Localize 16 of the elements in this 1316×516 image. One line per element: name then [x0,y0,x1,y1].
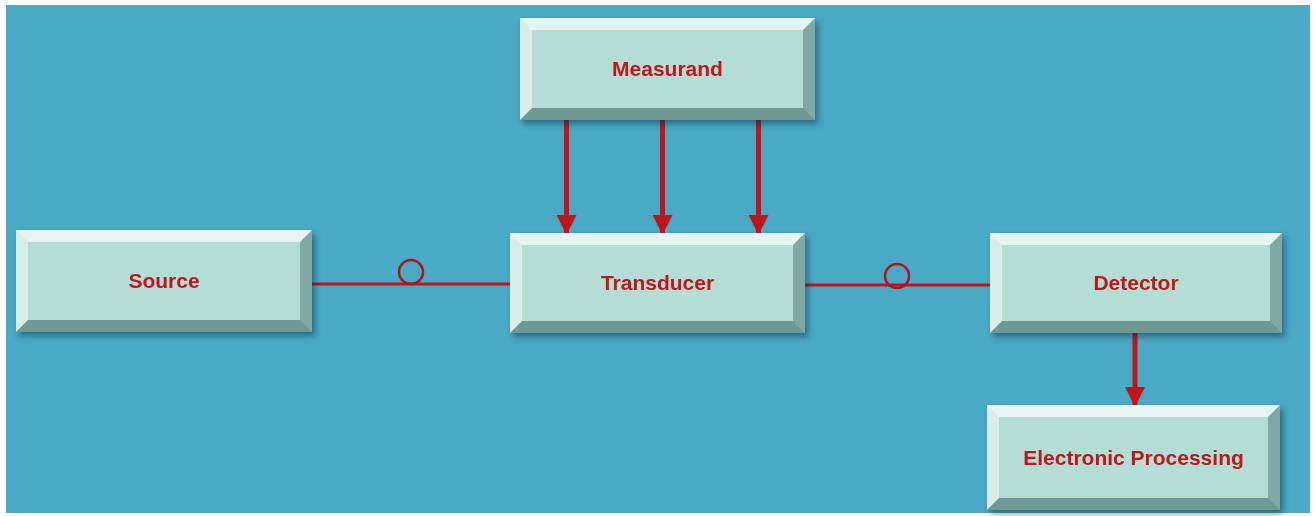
process-box [16,230,312,332]
box-label: Measurand [612,56,723,82]
arrow [556,120,577,235]
box-label: Detector [1093,270,1179,296]
process-box [990,233,1282,333]
box-label: Source [128,268,200,294]
arrow [652,120,673,235]
connector-line [312,282,510,286]
connector-line [805,283,990,287]
process-box [520,18,815,120]
arrow [748,120,769,235]
process-box [510,233,805,333]
arrow [1125,333,1145,407]
box-label: Electronic Processing [1023,444,1244,471]
process-box [987,405,1280,510]
box-label: Transducer [600,270,715,296]
